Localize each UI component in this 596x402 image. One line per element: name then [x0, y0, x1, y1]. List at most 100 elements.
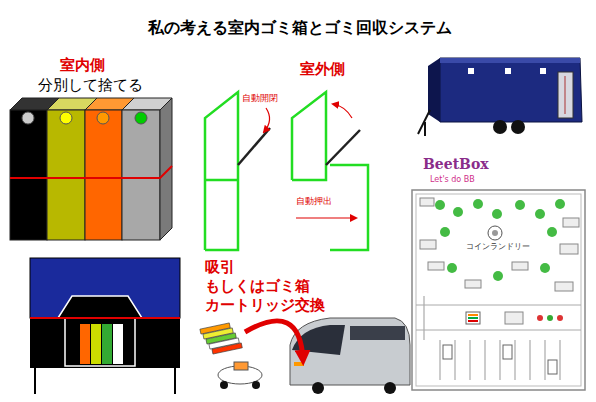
floor-plan-part [440, 227, 450, 237]
floor-plan-part [537, 315, 543, 321]
bin-section-open-part [238, 128, 270, 165]
floor-plan-part [435, 200, 445, 210]
floor-plan-part [420, 240, 436, 249]
collection-truck [290, 318, 410, 394]
sorting-bin-part [122, 110, 160, 240]
side-label: 室外側 [300, 60, 345, 78]
floor-plan-part [465, 280, 481, 288]
floor-plan-part [412, 190, 585, 390]
floor-plan-part [488, 226, 502, 240]
collection-truck-part [290, 318, 410, 385]
sorting-bin-part [85, 110, 122, 240]
floor-plan-part [443, 345, 452, 359]
floor-plan-part [547, 315, 553, 321]
trailer-part [505, 68, 511, 74]
trailer-part [440, 58, 580, 63]
action-label: 自動開閉 [242, 93, 278, 104]
bin-section-eject-part [333, 104, 352, 118]
floor-plan-part [560, 244, 578, 254]
wall-panel-part [30, 318, 180, 368]
floor-plan-part-part [545, 340, 546, 380]
bin-section-open-part [264, 108, 270, 132]
sorting-bin-part [10, 110, 47, 240]
floor-plan-part [557, 315, 563, 321]
bin-section-open-part [205, 179, 238, 182]
robot-cart-part [220, 381, 228, 389]
floor-plan-part-part [440, 340, 441, 380]
floor-plan-part [540, 263, 550, 273]
bin-section-eject [292, 92, 368, 250]
wall-panel [30, 258, 180, 394]
floor-plan-part-part [500, 340, 501, 380]
floor-plan-part [468, 314, 478, 316]
wall-panel-part [65, 318, 135, 366]
floor-plan-part [416, 330, 581, 331]
trailer-part [493, 120, 507, 134]
trailer-part [540, 68, 546, 74]
robot-cart [218, 362, 262, 389]
room-label: コインランドリー [466, 242, 530, 252]
floor-plan-part [428, 262, 444, 270]
bin-section-eject-part [330, 165, 368, 250]
floor-plan-part [547, 227, 557, 237]
floor-plan-part-part [515, 340, 516, 380]
method-label: 吸引 もしくはゴミ箱 カートリッジ交換 [205, 258, 339, 314]
floor-plan-part [512, 262, 528, 270]
floor-plan-part [468, 320, 478, 322]
trailer [418, 58, 582, 136]
floor-plan-part [548, 360, 557, 374]
collection-truck-part [294, 362, 304, 366]
floor-plan-part-part [455, 340, 456, 380]
floor-plan-part [515, 200, 525, 210]
collection-truck-part [350, 326, 405, 340]
side-label: 室内側 [60, 56, 105, 74]
bin-section-eject-part [326, 130, 360, 165]
wall-panel-part [91, 324, 101, 364]
floor-plan-part [555, 282, 573, 291]
wall-panel-part [80, 324, 90, 364]
cartridge-bins-part [212, 343, 242, 354]
sorting-bin-part [10, 166, 172, 178]
sorting-bin-part [135, 112, 147, 124]
floor-plan-part-part [485, 340, 486, 380]
floor-plan-part [563, 218, 579, 227]
wall-panel-part [30, 258, 180, 318]
floor-plan-part [466, 312, 480, 324]
cartridge-bins [200, 323, 242, 354]
floor-plan-part-part [530, 340, 531, 380]
trailer-part [424, 122, 426, 136]
floor-plan-part [505, 312, 523, 324]
sorting-bin [10, 98, 172, 240]
wall-panel-part [102, 324, 112, 364]
bin-section-eject-part [292, 92, 326, 180]
sorting-bin-part [47, 110, 85, 240]
floor-plan-part [468, 317, 478, 319]
transfer-arrow [245, 321, 303, 360]
floor-plan [412, 190, 585, 390]
logo-text: BeetBox [423, 156, 489, 173]
floor-plan-part [503, 345, 512, 359]
floor-plan-part [535, 209, 545, 219]
wall-panel-part [174, 368, 176, 394]
floor-plan-part-part [470, 340, 471, 380]
trailer-part [440, 58, 582, 122]
floor-plan-part [416, 305, 581, 306]
trailer-part [468, 68, 474, 74]
floor-plan-part [440, 340, 560, 380]
robot-cart-part [234, 362, 248, 370]
wall-panel-part [113, 324, 123, 364]
floor-plan-part [555, 199, 565, 209]
floor-plan-part [492, 209, 502, 219]
floor-plan-part [447, 263, 457, 273]
wall-panel-part [30, 317, 180, 319]
floor-plan-part-part [560, 340, 561, 380]
floor-plan-part [424, 296, 425, 340]
floor-plan-part [416, 194, 581, 386]
floor-plan-part [493, 271, 503, 281]
trailer-part [511, 120, 525, 134]
sorting-bin-part [60, 112, 72, 124]
robot-cart-part [252, 381, 260, 389]
bin-section-open [205, 92, 270, 250]
collection-truck-part [312, 382, 324, 394]
instruction-label: 分別して捨てる [38, 76, 143, 94]
